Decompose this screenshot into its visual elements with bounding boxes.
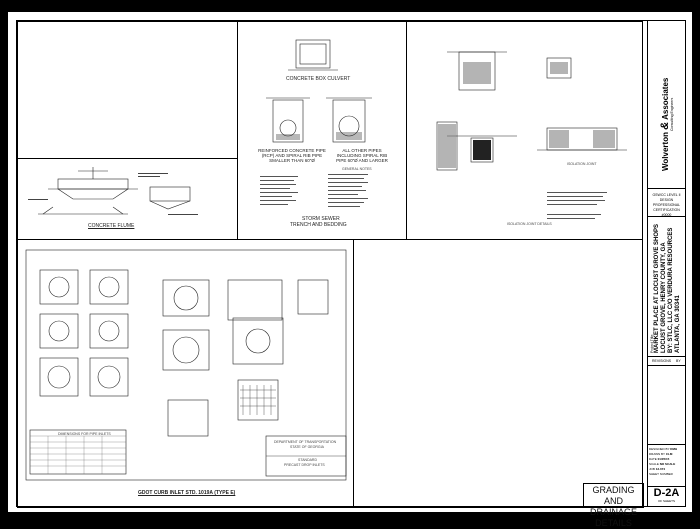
- meta-block: DESIGNED BY DMH DRAWN BY CLM DATE 01/05/…: [648, 445, 685, 487]
- cert-line3: CERTIFICATION #0000: [653, 208, 680, 217]
- sheet-number-block: D-2A OF SHEETS: [648, 487, 685, 508]
- isolation-joint-label: ISOLATION JOINT: [567, 162, 597, 166]
- sheet-title-box: GRADING AND DRAINAGE DETAILS: [583, 483, 644, 528]
- project-line3: BY: STLC, LLC C/O VERDURA RESOURCES: [668, 227, 674, 353]
- standard-label: STANDARD: [298, 458, 317, 462]
- certification-block: GSWCC LEVEL II DESIGN PROFESSIONAL CERTI…: [648, 189, 685, 217]
- dimensions-table-label: DIMENSIONS FOR PIPE INLETS: [58, 432, 111, 436]
- isolation-joint-details-label: ISOLATION JOINT DETAILS: [507, 222, 552, 226]
- cert-line1: GSWCC LEVEL II: [652, 193, 681, 197]
- revisions-block: REVISIONS BY: [648, 357, 685, 445]
- sheet-frame: CONCRETE FLUME: [16, 20, 686, 528]
- detail-panel-concrete-flume: CONCRETE FLUME: [17, 158, 238, 240]
- designed-by-row: DESIGNED BY DMH: [649, 447, 678, 451]
- revisions-by-label: BY: [676, 359, 681, 363]
- firm-name-main: Wolverton: [661, 132, 670, 171]
- detail-panel-curb-inlet: DIMENSIONS FOR PIPE INLETS DEPARTMENT OF…: [17, 239, 354, 508]
- detail-panel-storm-sewer: CONCRETE BOX CULVERT REINFORCED CONCRETE…: [237, 21, 407, 240]
- date-row: DATE 01/05/15: [649, 457, 670, 461]
- cert-line2: DESIGN PROFESSIONAL: [652, 198, 681, 207]
- title-block: Wolverton & Associates Consulting Engine…: [647, 21, 685, 506]
- detail-panel-empty-bottom-right: [353, 239, 643, 508]
- rcp-note-label: REINFORCED CONCRETE PIPE (RCP) AND SPIRA…: [258, 148, 326, 163]
- sheet-number-label: SHEET NUMBER: [649, 472, 673, 476]
- curb-inlet-drawing: [25, 249, 347, 481]
- concrete-flume-drawing: [28, 167, 198, 215]
- curb-inlet-title: GDOT CURB INLET STD. 1019A (TYPE E): [138, 490, 236, 496]
- firm-block: Wolverton & Associates Consulting Engine…: [648, 21, 685, 189]
- firm-name-suffix: Associates: [661, 77, 670, 120]
- box-culvert-label: CONCRETE BOX CULVERT: [286, 76, 351, 82]
- precast-label: PRECAST DROP INLETS: [284, 463, 325, 467]
- project-line4: ATLANTA, GA 30341: [675, 295, 681, 353]
- isolation-joint-drawing: [436, 51, 627, 219]
- scale-row: SCALE NO SCALE: [649, 462, 676, 466]
- drawing-sheet: CONCRETE FLUME: [8, 12, 692, 528]
- sheet-title-line1: GRADING AND: [592, 485, 635, 506]
- storm-sewer-label: STORM SEWER: [302, 216, 340, 222]
- sheet-of-row: OF SHEETS: [657, 499, 676, 503]
- firm-tagline: Consulting Engineers: [670, 97, 674, 131]
- project-line2: LOCUST GROVE, HENRY COUNTY, GA: [661, 242, 667, 353]
- other-pipes-label: ALL OTHER PIPES INCLUDING SPIRAL RIB PIP…: [336, 148, 388, 163]
- sheet-title-line2: DRAINAGE DETAILS: [589, 507, 637, 528]
- drawn-by-row: DRAWN BY CLM: [649, 452, 673, 456]
- trench-bedding-label: TRENCH AND BEDDING: [290, 222, 347, 228]
- detail-panel-empty-top-left: [17, 21, 238, 159]
- job-row: JOB 13-074: [649, 467, 666, 471]
- revisions-label: REVISIONS: [652, 359, 672, 363]
- project-block: Project Title: MARKET PLACE AT LOCUST GR…: [648, 217, 685, 357]
- concrete-flume-label: CONCRETE FLUME: [88, 223, 135, 229]
- project-line1: MARKET PLACE AT LOCUST GROVE SHOPS: [654, 223, 660, 353]
- sheet-number: D-2A: [653, 487, 680, 499]
- dept-transportation-label: DEPARTMENT OF TRANSPORTATION: [274, 440, 337, 444]
- storm-sewer-drawing: [260, 39, 372, 207]
- dept-state-label: STATE OF GEORGIA: [290, 445, 324, 449]
- detail-panel-isolation-joint: ISOLATION JOINT ISOLATION JOINT DETAILS: [406, 21, 643, 240]
- general-notes-label: GENERAL NOTES: [342, 167, 372, 171]
